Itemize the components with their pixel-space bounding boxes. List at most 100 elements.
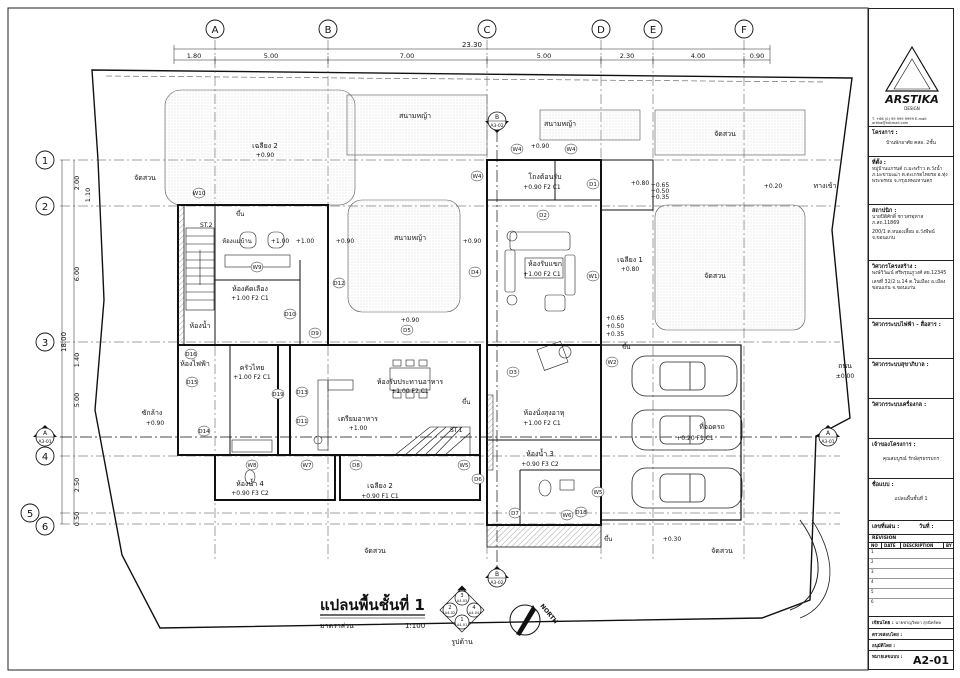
room-level: +0.90 F1 C1 [361, 493, 399, 500]
key-number: 2 [448, 605, 451, 611]
sanitary-label: วิศวกรระบบสุขาภิบาล : [872, 362, 929, 368]
level-text: +0.90 [401, 317, 420, 324]
project-cell: โครงการ : บ้านพักอาศัย คสล. 2ชั้น [869, 127, 953, 157]
dimension-left [61, 160, 75, 524]
grid-label: 3 [42, 338, 48, 349]
architect-addr: 200/1 ต.หนองเลี้ยม อ.วังพืพน์ จ.ขอนแก่น [872, 230, 935, 241]
porch-outline [600, 159, 654, 211]
level-text: +0.65 [651, 182, 670, 189]
grid-bubble [591, 19, 611, 39]
rev-col: NO [869, 543, 882, 548]
road-curve-2 [799, 519, 831, 619]
date-label: วันที่ : [919, 524, 934, 530]
sheet-name-label: ชื่อแบบ : [872, 482, 894, 488]
room-name: ที่จอดรถ [699, 422, 724, 431]
drawing-no-cell: เลขที่แผ่น : วันที่ : [869, 521, 953, 535]
key-ref: A4-03 [457, 599, 467, 603]
revision-rows: 1 2 3 4 5 6 [869, 549, 953, 608]
level-text: +1.00 [271, 238, 290, 245]
section-ref: A3-01 [38, 439, 51, 445]
key-number: 3 [460, 593, 463, 599]
dimension-text: 5.00 [73, 393, 81, 407]
project-name: บ้านพักอาศัย คสล. 2ชั้น [886, 141, 936, 146]
checked-label: ตรวจสอบโดย : [872, 633, 903, 638]
lawn-area [346, 94, 488, 156]
architect-label: สถาปนิก : [872, 208, 897, 214]
room-name: ห้องนั่งสุงอาหุ [524, 408, 565, 417]
dimension-text: 2.50 [73, 478, 81, 492]
revision-row: 1 [869, 549, 953, 559]
window-tag: W4 [513, 147, 522, 153]
level-text: +0.35 [651, 194, 670, 201]
window-tag: W4 [567, 147, 576, 153]
door-tag: D13 [296, 390, 308, 396]
stair-up-label: ขึ้น [604, 533, 612, 543]
room-name: ถนน [838, 362, 852, 370]
door-tag: D18 [575, 510, 587, 516]
section-ref: A3-02 [490, 580, 503, 586]
scale-label: มาตราส่วน [320, 622, 354, 630]
room-level: +1.00 [349, 425, 368, 432]
checked-by-cell: ตรวจสอบโดย : [869, 629, 953, 640]
stair-up-label: ขึ้น [462, 396, 470, 406]
door-tag: D4 [471, 270, 479, 276]
room-name: จัดสวน [134, 174, 156, 182]
door-tag: D1 [589, 182, 597, 188]
level-text: +0.90 [336, 238, 355, 245]
grid-label: E [650, 25, 656, 36]
elevation-key-labels: 3 A4-03 2 A4-02 4 A4-04 1 A4-01 รูปด้าน [445, 593, 480, 646]
dimension-text: 4.00 [691, 52, 705, 60]
dimension-total: 18.00 [60, 332, 68, 352]
location-label: ที่ตั้ง : [872, 160, 886, 166]
door-tag: D8 [352, 463, 360, 469]
revision-header: NO DATE DESCRIPTION BY [869, 543, 953, 549]
section-marker-b-bottom: B A3-02 [485, 566, 509, 588]
room-name: ห้องคัดเลือง [232, 285, 268, 293]
room-name: เฉลียง 1 [617, 256, 643, 264]
room-name: ซักล้าง [142, 409, 163, 417]
architect-text: นายปิติศักดิ์ ชาวสรอุทาส ภ.สถ.11869 [872, 215, 924, 226]
room-level: +1.00 F2 C1 [231, 295, 269, 302]
door-tag: D7 [511, 511, 519, 517]
room-level: +0.90 F3 C2 [231, 490, 269, 497]
garden-area [654, 109, 806, 156]
key-ref: A4-01 [457, 623, 467, 627]
room-level: +1.00 [296, 238, 315, 245]
electrical-cell: วิศวกรระบบไฟฟ้า - สื่อสาร : [869, 319, 953, 359]
hatched-wall [486, 394, 494, 471]
sheet-code-label: หมายเลขแบบ : [872, 655, 903, 660]
room-name: สนามหญ้า [544, 120, 576, 128]
living-furniture [504, 230, 576, 312]
level-text: +0.35 [606, 331, 625, 338]
revision-label: REVISION [869, 535, 953, 543]
grid-bubble [35, 446, 55, 466]
dimension-top [173, 45, 771, 64]
location-cell: ที่ตั้ง : หมู่บ้านแกรนด์ ถ.มะพร้าว ต.วัง… [869, 157, 953, 205]
room-name: จัดสวน [364, 547, 386, 555]
drawing-no-label: เลขที่แผ่น : [872, 524, 900, 530]
room-name: ห้องน้ำ 4 [236, 477, 264, 488]
dimension-text: 0.90 [750, 52, 764, 60]
key-number: 4 [472, 605, 475, 611]
stair-up-label: ขึ้น [236, 208, 244, 218]
road-curve [789, 519, 819, 611]
office-furniture [536, 340, 572, 371]
revision-row: 4 [869, 579, 953, 589]
dimension-total: 23.30 [462, 41, 482, 49]
room-name: ห้องน้ำ [190, 319, 211, 330]
owner-name: คุณสมบูรณ์ รักษ์สุรธรรมกร [882, 457, 940, 462]
room-level: +0.90 F2 C1 [523, 184, 561, 191]
north-arrow-icon: NORTH [509, 603, 559, 636]
room-name: จัดสวน [711, 547, 733, 555]
firm-logo-icon: ARSTIKA DESIGN [884, 45, 940, 111]
door-tag: D2 [539, 213, 547, 219]
room-level: +1.00 F2 C1 [391, 388, 429, 395]
setback-line [105, 75, 827, 83]
section-marker-a-right: A A3-01 [816, 425, 840, 447]
drawn-label: เขียนโดย : [872, 621, 894, 626]
grid-label: 5 [27, 509, 33, 520]
window-tag: W7 [303, 463, 312, 469]
room-level: +0.90 [146, 420, 165, 427]
grid-label: A [212, 25, 219, 36]
drawing-title: แปลนพื้นชั้นที่ 1 [320, 593, 425, 614]
